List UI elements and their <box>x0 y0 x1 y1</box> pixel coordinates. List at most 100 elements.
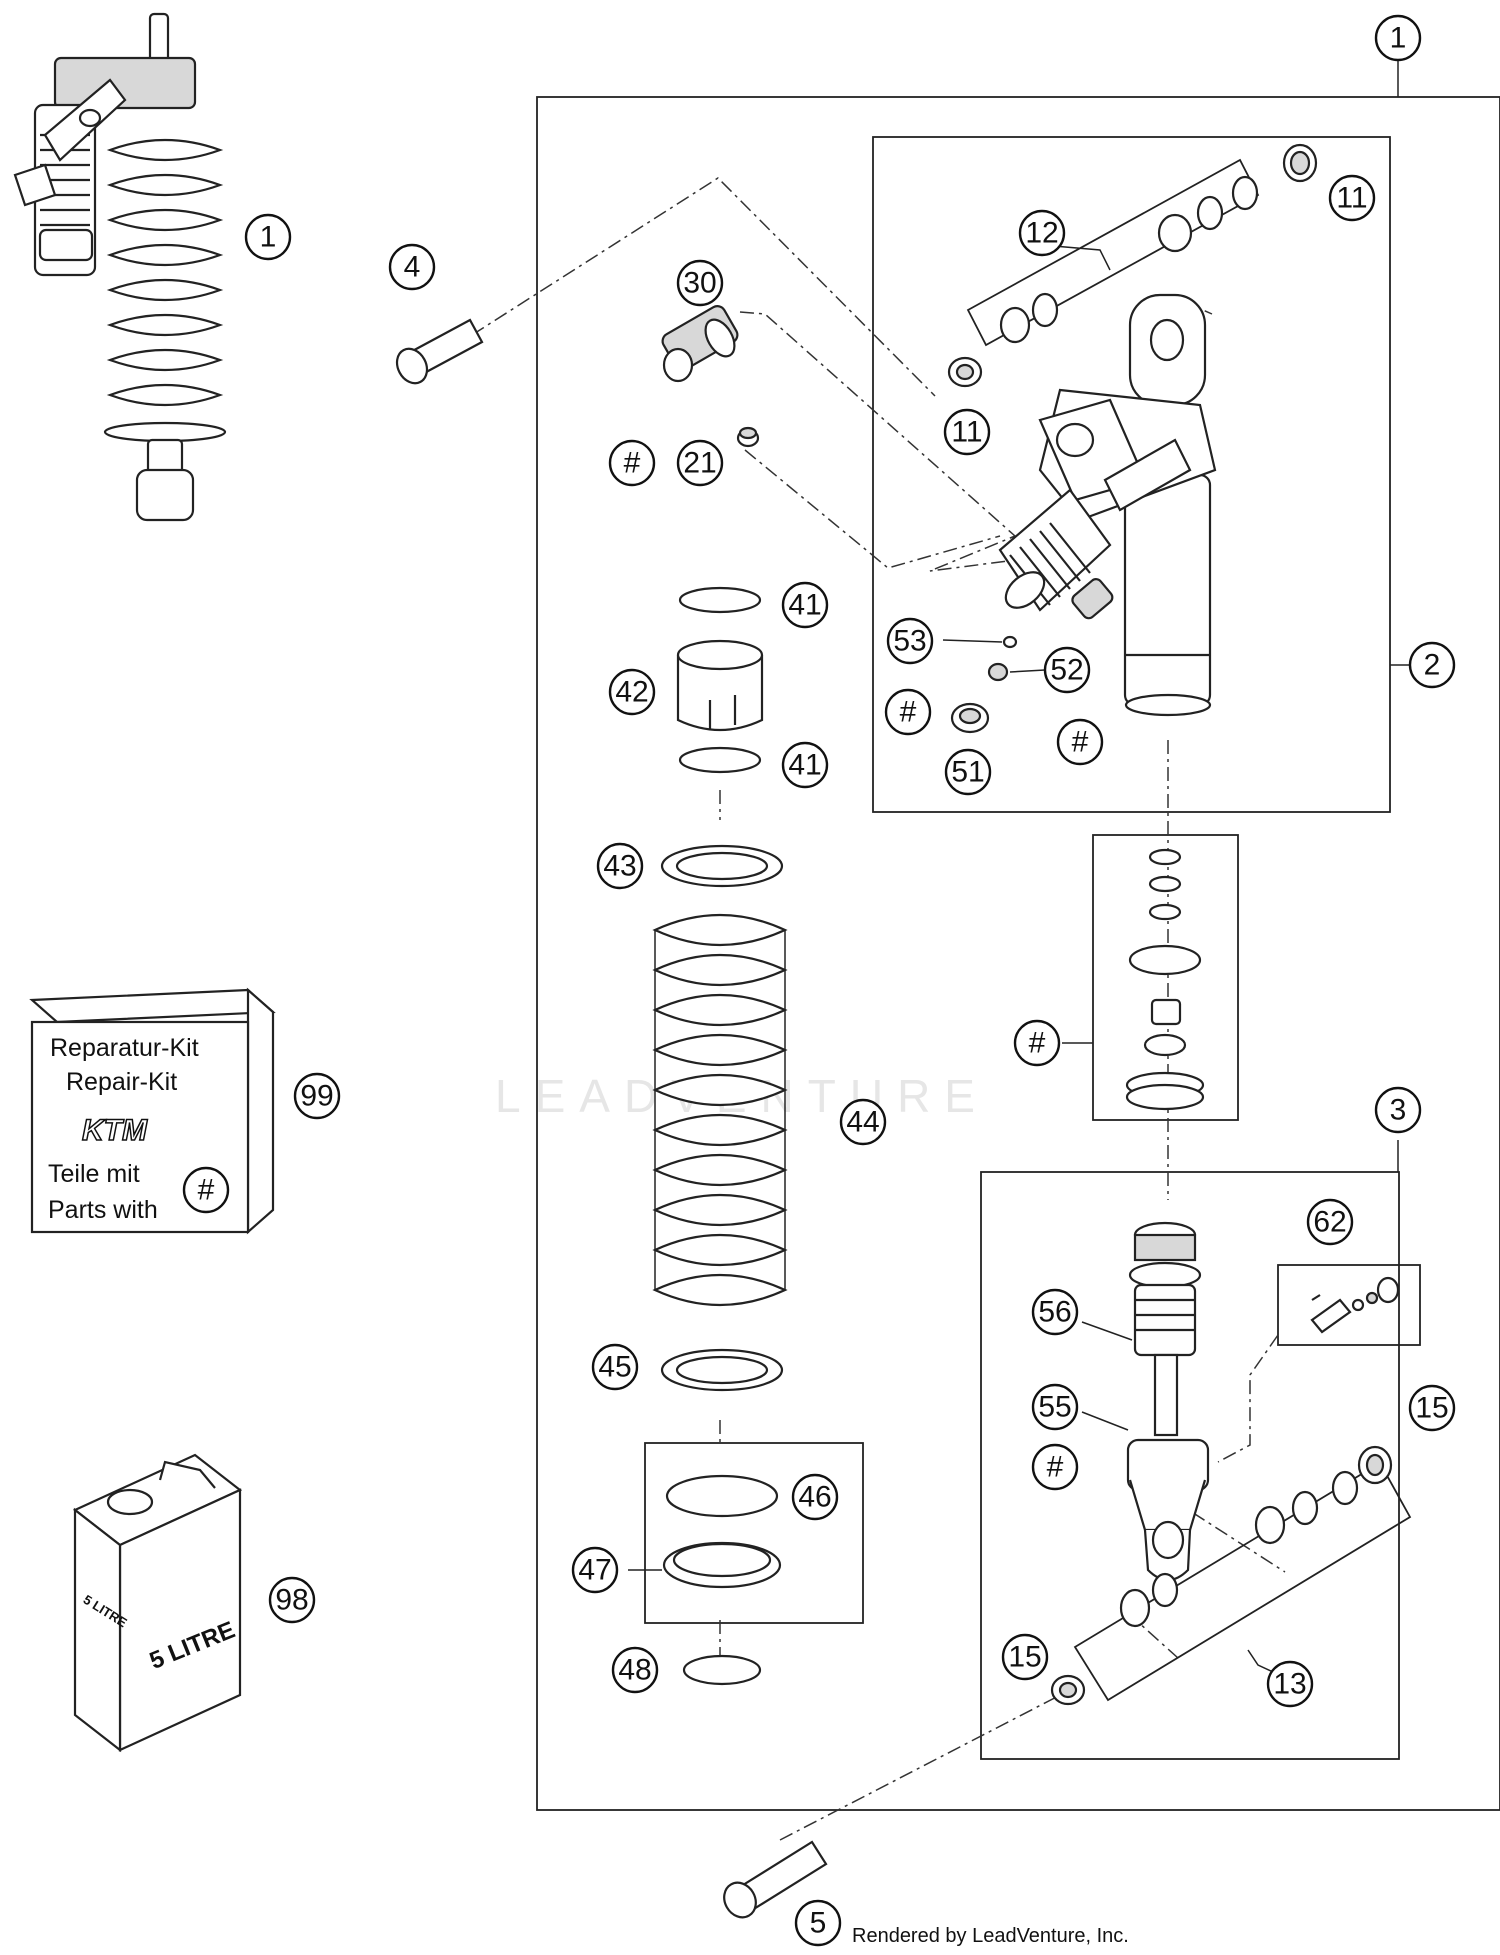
ring-41-top <box>678 586 762 614</box>
svg-text:2: 2 <box>1424 649 1441 682</box>
svg-text:47: 47 <box>578 1554 611 1587</box>
bolt-4 <box>395 318 484 385</box>
frame-spring-seat <box>644 1442 864 1624</box>
callout-hash-52: # <box>1056 718 1104 766</box>
assembly-line-4 <box>471 177 936 397</box>
callout-12: 12 <box>1018 209 1066 257</box>
damper-body-2 <box>998 293 1217 717</box>
svg-text:98: 98 <box>275 1584 308 1617</box>
callout-3: 3 <box>1374 1086 1422 1134</box>
svg-text:3: 3 <box>1390 1094 1407 1127</box>
callout-43: 43 <box>596 842 644 890</box>
callout-4: 4 <box>388 243 436 291</box>
callout-hash-kit: # <box>182 1166 230 1214</box>
callout-55: 55 <box>1031 1383 1079 1431</box>
callout-53: 53 <box>886 617 934 665</box>
seal-kit-parts <box>1125 848 1205 1111</box>
svg-text:48: 48 <box>618 1654 651 1687</box>
svg-text:4: 4 <box>404 251 421 284</box>
callout-2: 2 <box>1408 641 1456 689</box>
svg-text:56: 56 <box>1038 1296 1071 1329</box>
svg-text:45: 45 <box>598 1351 631 1384</box>
ring-41-bottom <box>678 746 762 774</box>
spring-seat-45 <box>660 1348 784 1392</box>
leader-52 <box>1009 669 1046 673</box>
leader-53 <box>942 639 1003 643</box>
kit-13-parts <box>1119 1445 1393 1628</box>
valve-52 <box>987 662 1009 682</box>
svg-text:#: # <box>1072 726 1089 759</box>
kit-12-parts <box>999 175 1259 344</box>
svg-text:51: 51 <box>951 756 984 789</box>
svg-text:15: 15 <box>1415 1392 1448 1425</box>
assembly-line-5 <box>779 1689 1071 1841</box>
svg-text:52: 52 <box>1050 654 1083 687</box>
frame-seal-kit <box>1092 834 1239 1121</box>
kit-brand-logo: KTM <box>82 1114 148 1147</box>
circlip-48 <box>682 1654 762 1686</box>
kit-13-box <box>1073 1461 1412 1702</box>
leader-55 <box>1081 1411 1129 1431</box>
callout-hash-seal-kit: # <box>1013 1019 1061 1067</box>
svg-text:53: 53 <box>893 625 926 658</box>
frame-needle-62 <box>1277 1264 1421 1346</box>
spring-44 <box>652 913 788 1307</box>
cap-51 <box>950 702 990 734</box>
oil-can <box>72 1453 243 1753</box>
seal-53 <box>1002 635 1018 649</box>
kit-line-4: Parts with <box>48 1196 158 1224</box>
callout-52: 52 <box>1043 646 1091 694</box>
callout-15-a: 15 <box>1408 1384 1456 1432</box>
svg-text:30: 30 <box>683 267 716 300</box>
bushing-15-lower <box>1050 1674 1086 1706</box>
piston-56 <box>1128 1221 1202 1357</box>
callout-45: 45 <box>591 1343 639 1391</box>
kit-line-2: Repair-Kit <box>66 1068 177 1096</box>
svg-text:#: # <box>1047 1451 1064 1484</box>
spring-plate-47 <box>662 1541 782 1589</box>
frame-assembly-2 <box>872 136 1391 813</box>
callout-hash-51: # <box>884 688 932 736</box>
callout-62: 62 <box>1306 1198 1354 1246</box>
svg-text:99: 99 <box>300 1080 333 1113</box>
spring-seat-43 <box>660 844 784 888</box>
kit-line-3: Teile mit <box>48 1160 140 1188</box>
frame-assembly-1 <box>536 96 1500 1811</box>
assembled-shock-illustration <box>13 12 227 522</box>
svg-text:62: 62 <box>1313 1206 1346 1239</box>
svg-text:#: # <box>1029 1027 1046 1060</box>
svg-text:13: 13 <box>1273 1668 1306 1701</box>
callout-1-left: 1 <box>244 213 292 261</box>
callout-30: 30 <box>676 259 724 307</box>
callout-56: 56 <box>1031 1288 1079 1336</box>
svg-text:11: 11 <box>1336 182 1367 215</box>
svg-text:#: # <box>198 1174 215 1207</box>
svg-text:1: 1 <box>1390 22 1407 55</box>
svg-text:#: # <box>900 696 917 729</box>
svg-text:43: 43 <box>603 850 636 883</box>
leader-56 <box>1081 1321 1133 1341</box>
callout-46: 46 <box>791 1473 839 1521</box>
svg-text:15: 15 <box>1008 1641 1041 1674</box>
bushing-11-lower <box>947 356 983 388</box>
assembly-line-21 <box>744 449 1001 569</box>
callout-11-a: 11 <box>1328 174 1376 222</box>
svg-text:#: # <box>624 447 641 480</box>
callout-47: 47 <box>571 1546 619 1594</box>
svg-text:42: 42 <box>615 676 648 709</box>
callout-42: 42 <box>608 668 656 716</box>
svg-text:1: 1 <box>260 221 277 254</box>
render-credit: Rendered by LeadVenture, Inc. <box>852 1925 1129 1947</box>
callout-1-top: 1 <box>1374 14 1422 62</box>
svg-text:11: 11 <box>951 416 982 449</box>
callout-5: 5 <box>794 1899 842 1947</box>
callout-51: 51 <box>944 748 992 796</box>
callout-41-b: 41 <box>781 741 829 789</box>
callout-44: 44 <box>839 1098 887 1146</box>
callout-hash-21: # <box>608 439 656 487</box>
adjuster-30 <box>661 305 739 383</box>
callout-21: 21 <box>676 439 724 487</box>
kit-12-leader <box>1041 244 1111 271</box>
callout-11-b: 11 <box>943 408 991 456</box>
